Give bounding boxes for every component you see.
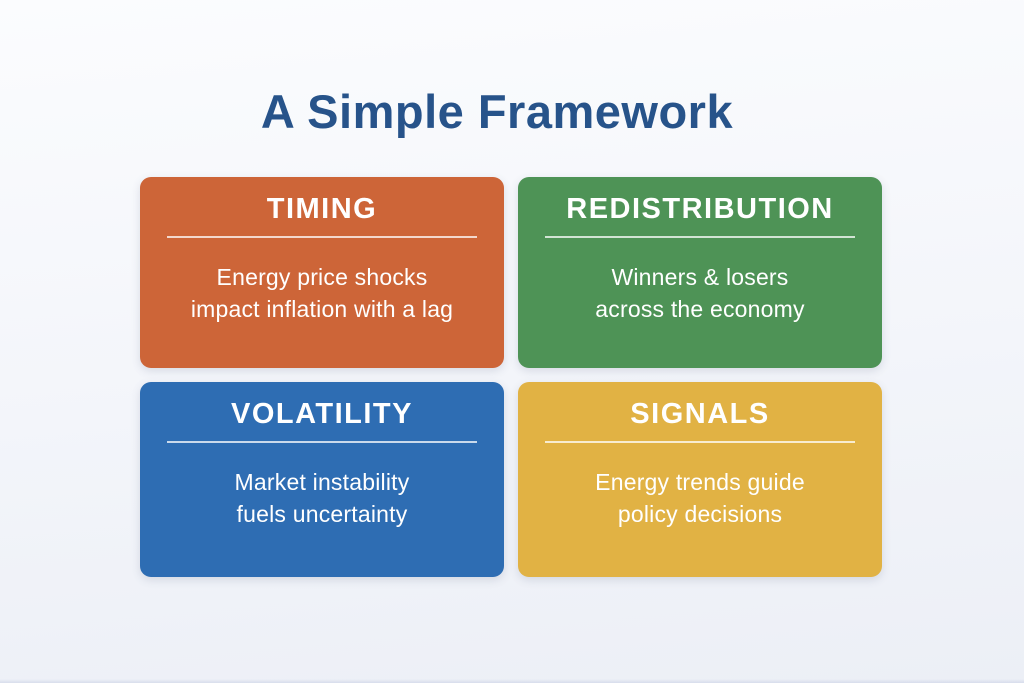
framework-quadrant-grid: TIMING Energy price shocks impact inflat… [140, 177, 882, 577]
card-redistribution-divider [545, 235, 855, 238]
card-timing-divider [167, 235, 477, 238]
bottom-edge-shadow [0, 679, 1024, 683]
card-volatility: VOLATILITY Market instability fuels unce… [140, 382, 504, 577]
card-volatility-body: Market instability fuels uncertainty [234, 468, 410, 527]
card-signals-body: Energy trends guide policy decisions [595, 468, 805, 527]
card-signals-label: SIGNALS [630, 398, 770, 430]
card-signals-divider [545, 440, 855, 443]
card-redistribution: REDISTRIBUTION Winners & losers across t… [518, 177, 882, 368]
card-redistribution-body: Winners & losers across the economy [595, 263, 805, 322]
page-title: A Simple Framework [260, 85, 734, 138]
card-timing-label: TIMING [266, 193, 378, 225]
card-volatility-divider [167, 440, 477, 443]
card-timing: TIMING Energy price shocks impact inflat… [140, 177, 504, 368]
card-volatility-label: VOLATILITY [230, 398, 413, 430]
card-signals: SIGNALS Energy trends guide policy decis… [518, 382, 882, 577]
card-redistribution-label: REDISTRIBUTION [566, 193, 834, 225]
card-timing-body: Energy price shocks impact inflation wit… [190, 263, 454, 322]
